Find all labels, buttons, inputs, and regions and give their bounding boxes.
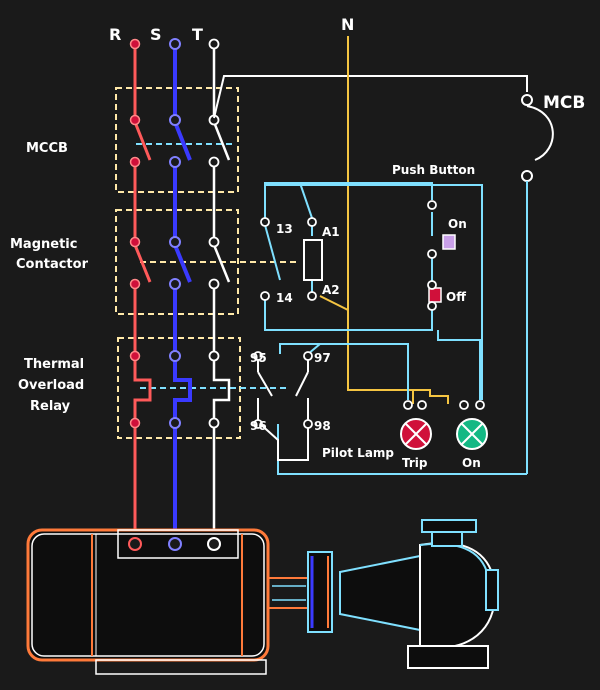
contactor-label-line1: Magnetic	[10, 237, 77, 252]
control-circuit	[264, 182, 483, 400]
control-supply-wire	[213, 75, 528, 119]
lamp-trip-label: Trip	[402, 456, 428, 470]
on-button-label: On	[448, 217, 467, 231]
lamp-trip	[400, 418, 432, 450]
phase-t-wire	[212, 44, 231, 540]
phase-r-terminals	[129, 38, 141, 429]
terminal-13-label: 13	[276, 222, 293, 236]
contactor-coil	[303, 239, 323, 281]
terminal-96-label: 96	[250, 419, 267, 433]
motor-terminals	[128, 537, 221, 551]
motor	[26, 528, 309, 675]
control-terminals	[253, 200, 485, 429]
phase-r-wire	[133, 42, 152, 540]
coil-a2-neutral	[319, 295, 349, 311]
lamp-on	[456, 418, 488, 450]
terminal-95-label: 95	[250, 351, 267, 365]
phase-t-label: T	[192, 25, 203, 44]
contactor-label-line2: Contactor	[16, 257, 89, 272]
off-button-label: Off	[446, 290, 466, 304]
neutral-label: N	[341, 15, 354, 34]
off-push-button	[428, 287, 442, 303]
overload-aux-contacts	[257, 356, 309, 461]
overload-label-line3: Relay	[30, 399, 71, 414]
terminal-97-label: 97	[314, 351, 331, 365]
mccb-label: MCCB	[26, 141, 68, 156]
push-button-label: Push Button	[392, 163, 475, 177]
overload-label-line2: Overload	[18, 378, 84, 393]
on-push-button	[442, 234, 456, 250]
terminal-98-label: 98	[314, 419, 331, 433]
mcb-label: MCB	[543, 93, 585, 113]
neutral-lamp-link	[413, 389, 449, 404]
phase-s-terminals	[169, 38, 181, 429]
terminal-14-label: 14	[276, 291, 293, 305]
coil-a1-label: A1	[322, 225, 340, 239]
pilot-lamp-label: Pilot Lamp	[322, 446, 394, 460]
phase-r-label: R	[109, 25, 121, 44]
lamp-on-label: On	[462, 456, 481, 470]
phase-s-label: S	[150, 25, 162, 44]
neutral-wire	[347, 36, 414, 404]
phase-t-terminals	[208, 38, 220, 429]
coil-a2-label: A2	[322, 283, 340, 297]
pump	[339, 519, 499, 669]
coupling	[307, 551, 333, 633]
phase-s-wire	[173, 44, 192, 540]
overload-label-line1: Thermal	[24, 357, 84, 372]
